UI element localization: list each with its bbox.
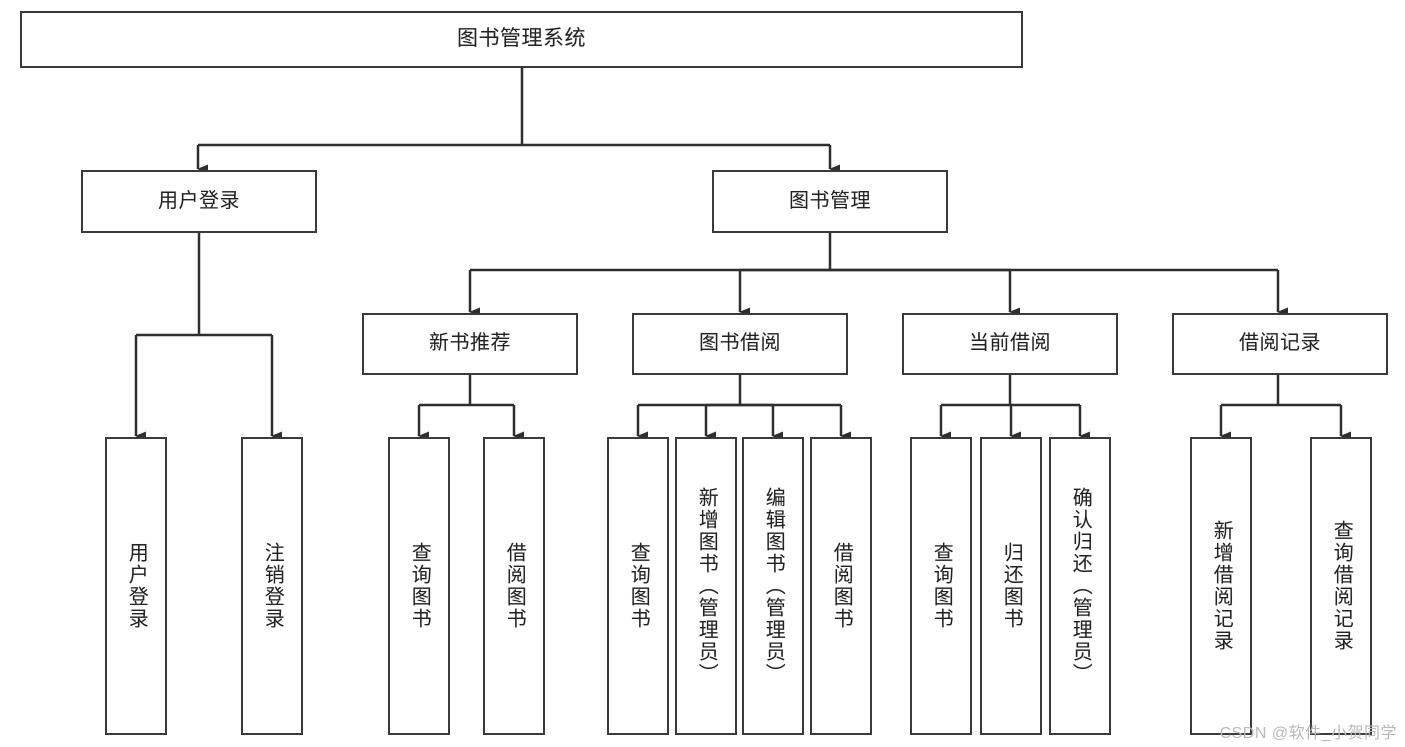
node-leaf-2[interactable]: 注销登录: [241, 437, 303, 735]
node-label: 新增借阅记录: [1210, 520, 1233, 652]
node-label: 用户登录: [158, 189, 240, 212]
node-label: 查询借阅记录: [1330, 520, 1353, 652]
node-leaf-8[interactable]: 借阅图书: [810, 437, 872, 735]
node-borrow[interactable]: 图书借阅: [632, 313, 848, 375]
node-leaf-3[interactable]: 查询图书: [388, 437, 450, 735]
node-label: 编辑图书（管理员）: [762, 487, 785, 685]
node-leaf-13[interactable]: 查询借阅记录: [1310, 437, 1372, 735]
node-current[interactable]: 当前借阅: [902, 313, 1118, 375]
node-bookmgmt[interactable]: 图书管理: [712, 170, 948, 233]
node-leaf-12[interactable]: 新增借阅记录: [1190, 437, 1252, 735]
node-label: 确认归还（管理员）: [1069, 487, 1092, 685]
node-login[interactable]: 用户登录: [81, 170, 317, 233]
node-label: 查询图书: [408, 542, 431, 630]
node-label: 借阅记录: [1239, 332, 1321, 355]
node-label: 查询图书: [627, 542, 650, 630]
node-label: 用户登录: [125, 542, 148, 630]
node-leaf-6[interactable]: 新增图书（管理员）: [675, 437, 737, 735]
node-label: 图书管理: [789, 189, 871, 212]
node-root[interactable]: 图书管理系统: [20, 11, 1023, 68]
edge-layer: [134, 68, 1351, 441]
node-leaf-10[interactable]: 归还图书: [980, 437, 1042, 735]
node-leaf-11[interactable]: 确认归还（管理员）: [1049, 437, 1111, 735]
node-leaf-4[interactable]: 借阅图书: [483, 437, 545, 735]
node-label: 新增图书（管理员）: [695, 487, 718, 685]
node-leaf-7[interactable]: 编辑图书（管理员）: [742, 437, 804, 735]
node-label: 归还图书: [1000, 542, 1023, 630]
node-label: 图书管理系统: [457, 27, 586, 51]
node-leaf-1[interactable]: 用户登录: [105, 437, 167, 735]
node-leaf-9[interactable]: 查询图书: [910, 437, 972, 735]
watermark: CSDN @软件_小贺同学: [1219, 725, 1397, 742]
node-label: 新书推荐: [429, 332, 511, 355]
node-label: 借阅图书: [830, 542, 853, 630]
node-label: 借阅图书: [503, 542, 526, 630]
node-label: 注销登录: [261, 542, 284, 630]
node-newbook[interactable]: 新书推荐: [362, 313, 578, 375]
node-label: 当前借阅: [969, 332, 1051, 355]
node-records[interactable]: 借阅记录: [1172, 313, 1388, 375]
node-label: 图书借阅: [699, 332, 781, 355]
node-leaf-5[interactable]: 查询图书: [607, 437, 669, 735]
node-label: 查询图书: [930, 542, 953, 630]
